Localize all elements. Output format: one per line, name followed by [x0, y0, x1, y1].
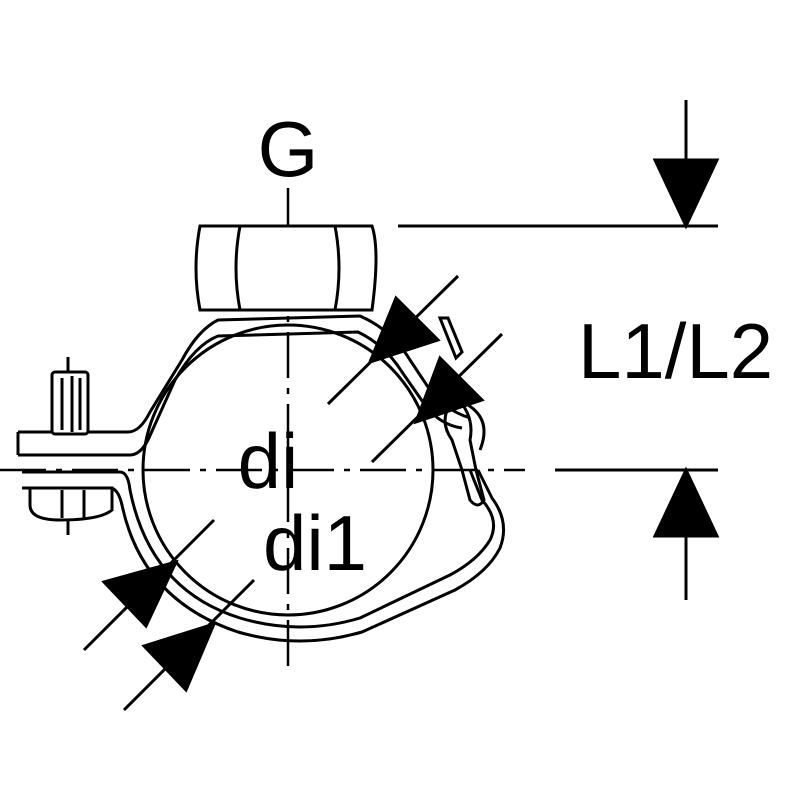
thickness-dimension-lower [82, 518, 256, 712]
length-dimension [398, 100, 720, 600]
inner-diameter-label: di [238, 417, 299, 505]
hex-nut [194, 224, 378, 312]
pipe-circle [141, 323, 435, 617]
thread-label: G [258, 105, 319, 193]
bolt [28, 357, 114, 535]
length-label: L1/L2 [578, 307, 773, 395]
latch-clip [437, 316, 486, 507]
thickness-dimension-upper [326, 274, 504, 464]
inner-diameter-1-label: di1 [263, 499, 367, 587]
